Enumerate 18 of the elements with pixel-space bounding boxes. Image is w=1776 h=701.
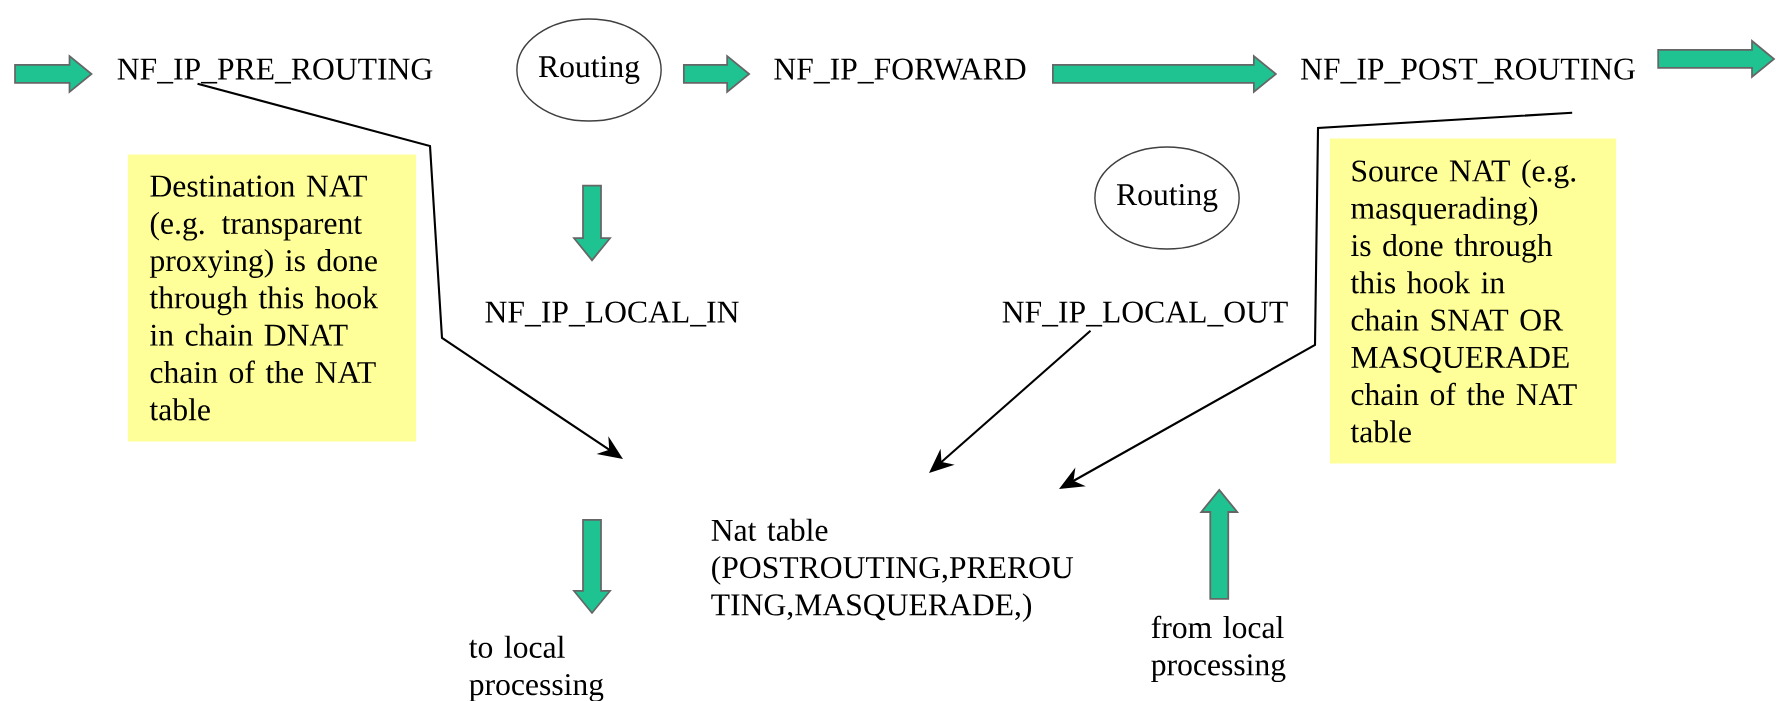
hook-label: NF_IP_LOCAL_OUT xyxy=(1002,301,1288,327)
note-box: Destination NAT (e.g. transparent proxying) is done through this hook in chain DNAT chain of the NAT table xyxy=(127,154,417,442)
hook-label: NF_IP_LOCAL_IN xyxy=(485,301,739,327)
block-arrow xyxy=(1052,54,1278,94)
note-box: Source NAT (e.g. masquerading) is done through this hook in chain SNAT OR MASQUERADE chain of the NAT table xyxy=(1329,138,1617,464)
block-arrow xyxy=(14,54,93,94)
processing-label: to local processing xyxy=(469,635,604,701)
block-arrow xyxy=(1657,39,1776,79)
block-arrow xyxy=(572,184,612,262)
processing-label: from local processing xyxy=(1151,615,1286,683)
hook-label: NF_IP_POST_ROUTING xyxy=(1301,58,1635,84)
block-arrow xyxy=(682,54,751,94)
arrow xyxy=(929,329,1092,473)
block-arrow xyxy=(1199,488,1240,600)
hook-label: NF_IP_FORWARD xyxy=(774,58,1026,84)
hook-label: NF_IP_PRE_ROUTING xyxy=(117,58,433,84)
table-label: Nat table (POSTROUTING,PREROU TING,MASQUERADE,) xyxy=(711,518,1074,622)
block-arrow xyxy=(572,519,612,615)
